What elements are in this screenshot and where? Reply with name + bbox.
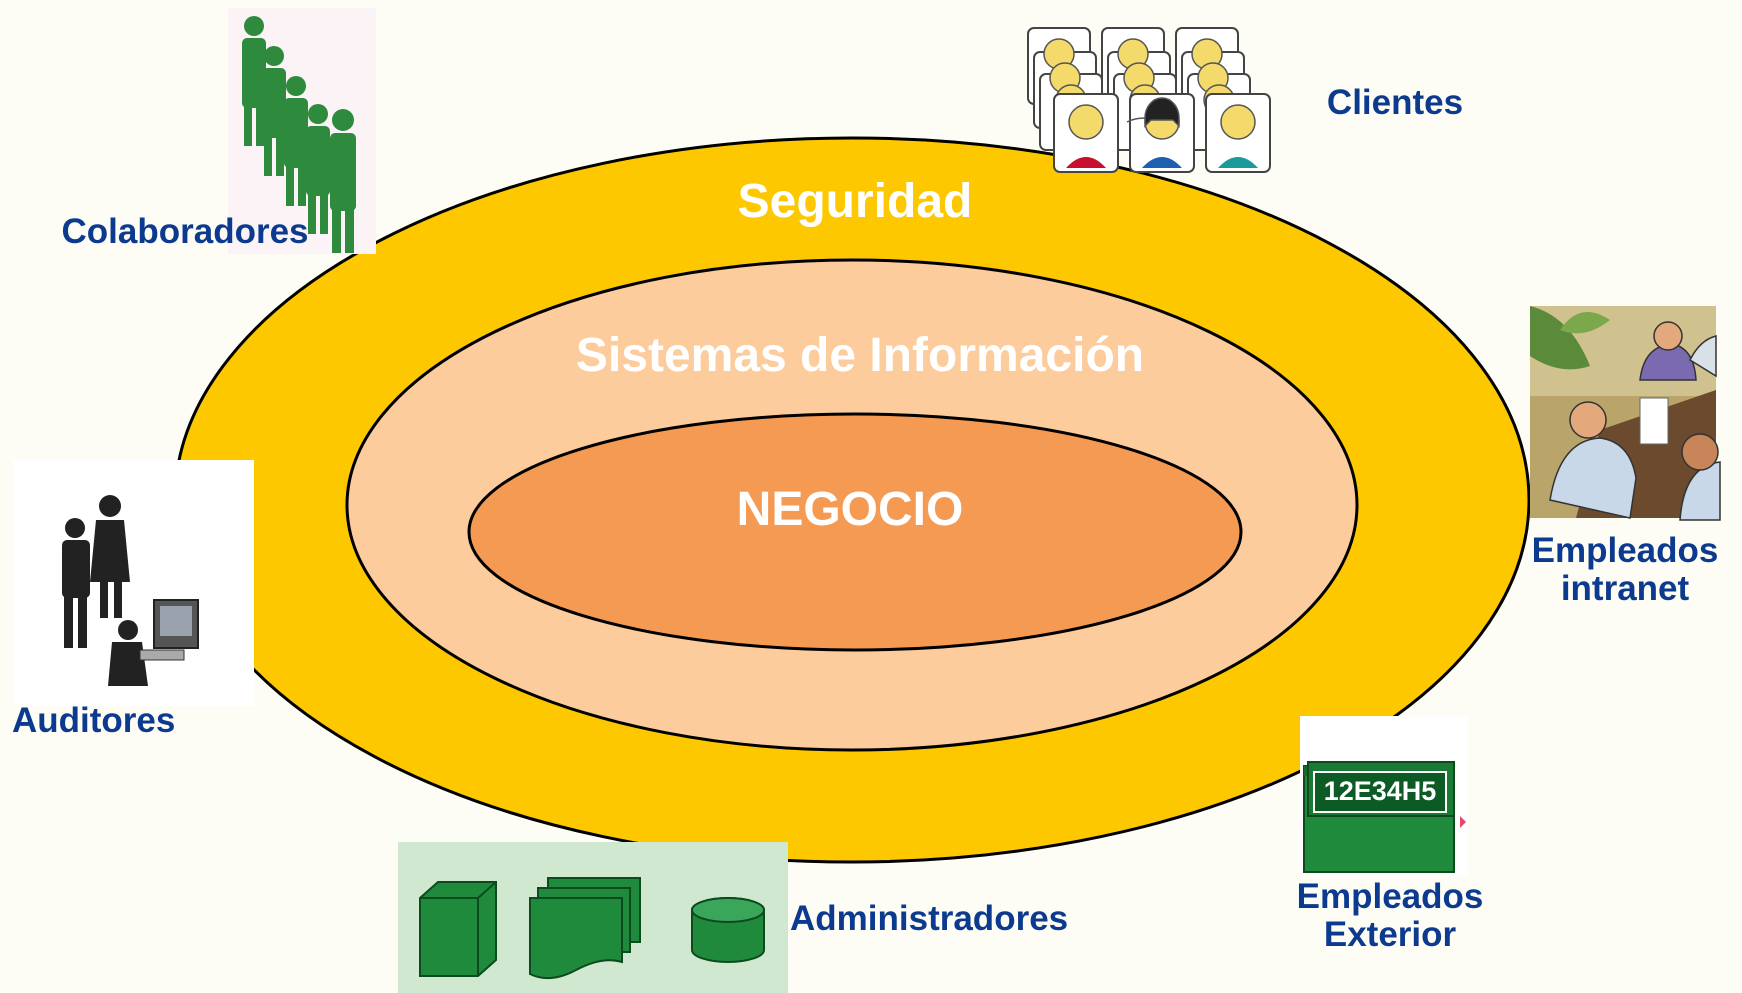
empleados-intranet-line1: Empleados (1531, 531, 1719, 570)
empleados-intranet-label: Empleados intranet (1510, 532, 1740, 608)
client-cards-icon (1027, 27, 1271, 173)
administradores-label: Administradores (790, 899, 1069, 938)
token-display-text: 12E34H5 (1323, 776, 1437, 806)
empleados-exterior-line1: Empleados (1296, 877, 1484, 916)
meeting-icon (1530, 306, 1721, 521)
people-queue-icon (228, 8, 376, 254)
business-core-label: NEGOCIO (736, 483, 964, 536)
auditors-icon (14, 460, 254, 706)
colaboradores-label: Colaboradores (61, 212, 309, 251)
token-device-icon (1300, 716, 1468, 876)
servers-icon (398, 842, 788, 993)
auditores-label: Auditores (12, 701, 176, 740)
information-systems-ring-label: Sistemas de Información (575, 329, 1145, 382)
empleados-exterior-label: Empleados Exterior (1270, 878, 1510, 954)
business-core (467, 412, 1243, 652)
clientes-label: Clientes (1326, 83, 1464, 122)
security-ring-label: Seguridad (737, 175, 973, 228)
empleados-intranet-line2: intranet (1560, 569, 1690, 608)
empleados-exterior-line2: Exterior (1323, 915, 1457, 954)
